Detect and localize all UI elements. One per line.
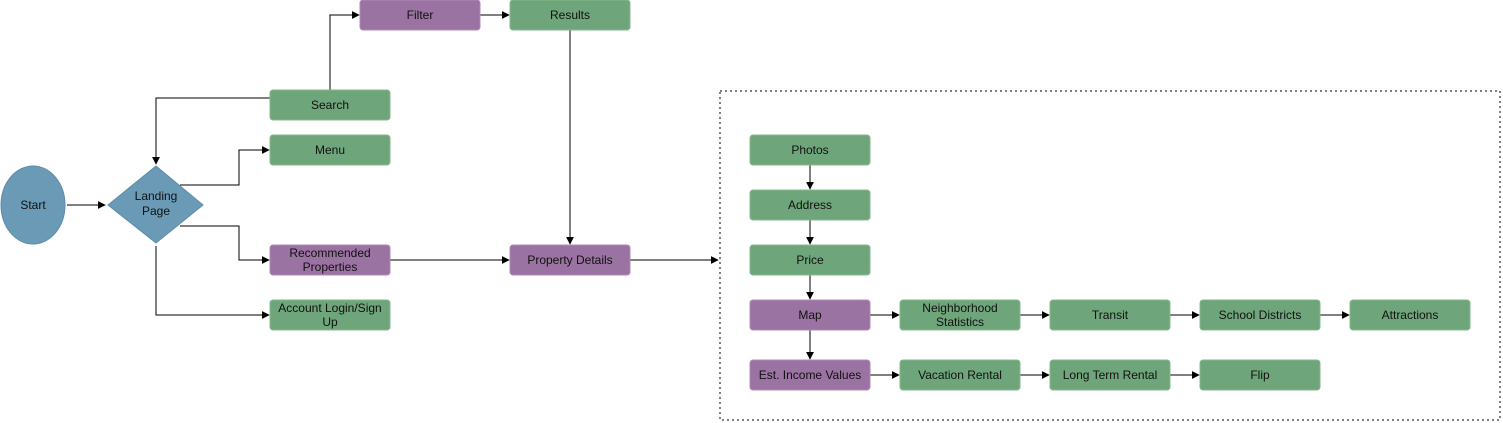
node-vacation-rental: Vacation Rental xyxy=(899,359,1021,391)
edges xyxy=(67,11,1350,379)
edge-landing-menu xyxy=(180,146,270,186)
node-results-label: Results xyxy=(550,8,590,22)
node-flip-label: Flip xyxy=(1250,368,1270,382)
node-account-login: Account Login/Sign Up xyxy=(269,299,391,331)
node-map: Map xyxy=(749,299,871,331)
node-transit-label: Transit xyxy=(1092,308,1129,322)
node-account-label-line2: Up xyxy=(322,315,338,329)
node-recommended-label-line1: Recommended xyxy=(289,246,370,260)
node-price-label: Price xyxy=(796,253,824,267)
node-search: Search xyxy=(269,89,391,121)
edge-landing-recommended xyxy=(180,225,270,264)
node-menu: Menu xyxy=(269,134,391,166)
node-address-label: Address xyxy=(788,198,832,212)
node-recommended-label-line2: Properties xyxy=(303,260,358,274)
node-long-term-rental-label: Long Term Rental xyxy=(1063,368,1158,382)
node-property-details: Property Details xyxy=(509,244,631,276)
node-menu-label: Menu xyxy=(315,143,345,157)
node-landing-page-label-line2: Page xyxy=(142,204,170,218)
node-price: Price xyxy=(749,244,871,276)
node-flip: Flip xyxy=(1199,359,1321,391)
node-account-label-line1: Account Login/Sign xyxy=(278,301,381,315)
node-recommended-properties: Recommended Properties xyxy=(269,244,391,276)
node-neighborhood-label-line1: Neighborhood xyxy=(922,301,997,315)
node-school-districts-label: School Districts xyxy=(1219,308,1302,322)
node-start: Start xyxy=(0,165,66,245)
node-neighborhood-label-line2: Statistics xyxy=(936,315,984,329)
node-photos-label: Photos xyxy=(791,143,828,157)
node-school-districts: School Districts xyxy=(1199,299,1321,331)
node-long-term-rental: Long Term Rental xyxy=(1049,359,1171,391)
node-filter-label: Filter xyxy=(407,8,434,22)
edge-search-filter xyxy=(329,11,360,90)
property-details-group xyxy=(719,90,1501,421)
edge-landing-account xyxy=(155,246,270,319)
node-results: Results xyxy=(509,0,631,31)
node-search-label: Search xyxy=(311,98,349,112)
node-vacation-rental-label: Vacation Rental xyxy=(918,368,1002,382)
edge-search-landing xyxy=(152,97,270,165)
node-address: Address xyxy=(749,189,871,221)
node-start-label: Start xyxy=(20,198,46,212)
node-est-income-label: Est. Income Values xyxy=(759,368,862,382)
node-map-label: Map xyxy=(798,308,822,322)
node-filter: Filter xyxy=(359,0,481,31)
node-neighborhood-statistics: Neighborhood Statistics xyxy=(899,299,1021,331)
node-attractions-label: Attractions xyxy=(1382,308,1439,322)
node-property-details-label: Property Details xyxy=(527,253,612,267)
node-transit: Transit xyxy=(1049,299,1171,331)
node-attractions: Attractions xyxy=(1349,299,1471,331)
node-landing-page-label-line1: Landing xyxy=(135,189,178,203)
node-landing-page: Landing Page xyxy=(107,165,204,244)
node-photos: Photos xyxy=(749,134,871,166)
node-est-income-values: Est. Income Values xyxy=(749,359,871,391)
